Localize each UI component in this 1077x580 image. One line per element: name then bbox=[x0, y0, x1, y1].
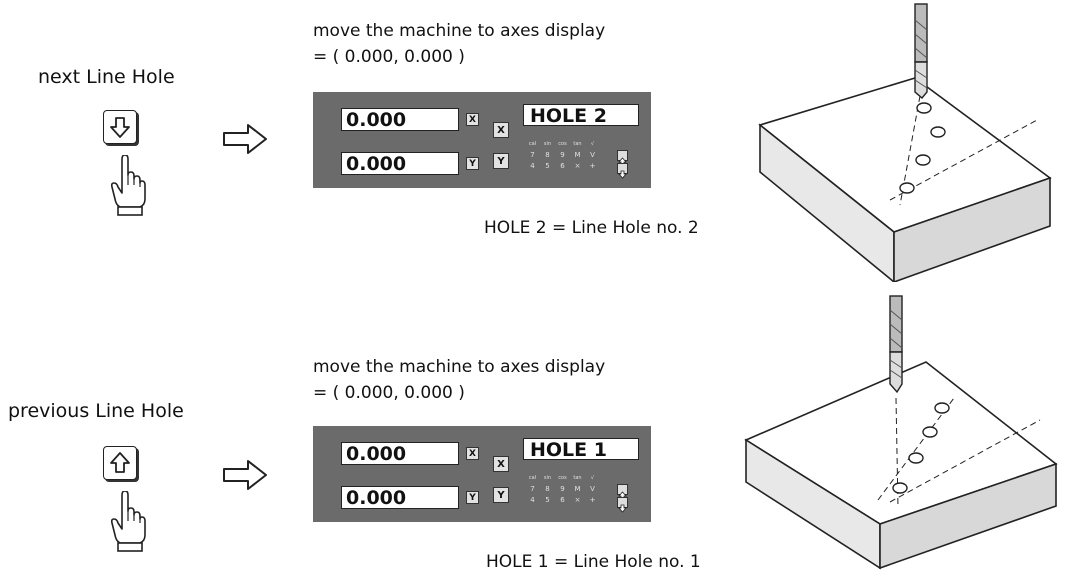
caption: HOLE 2 = Line Hole no. 2 bbox=[484, 218, 699, 238]
instruction-line-1: move the machine to axes display bbox=[313, 357, 606, 377]
workpiece-illustration bbox=[740, 292, 1060, 574]
message-display: HOLE 2 bbox=[523, 104, 639, 127]
instruction-line-1: move the machine to axes display bbox=[313, 21, 606, 41]
previous-line-hole-section: previous Line Hole move the machine to a… bbox=[0, 290, 1077, 580]
right-arrow-icon bbox=[222, 459, 268, 491]
arrow-down-key-icon[interactable] bbox=[103, 110, 137, 144]
mini-down-key-icon[interactable] bbox=[617, 497, 628, 513]
workpiece-illustration bbox=[752, 0, 1062, 286]
pointing-hand-icon bbox=[108, 155, 148, 217]
y-axis-key[interactable]: Y bbox=[466, 491, 479, 504]
mini-down-key-icon[interactable] bbox=[617, 163, 628, 179]
x-axis-value: 0.000 bbox=[341, 108, 459, 131]
message-display: HOLE 1 bbox=[523, 438, 639, 461]
right-arrow-icon bbox=[222, 123, 268, 155]
action-label: next Line Hole bbox=[38, 66, 175, 88]
instruction-text: move the machine to axes display = ( 0.0… bbox=[313, 354, 605, 406]
next-line-hole-section: next Line Hole move the machine to axes … bbox=[38, 0, 1062, 286]
caption: HOLE 1 = Line Hole no. 1 bbox=[486, 552, 701, 572]
x-axis-key[interactable]: X bbox=[466, 113, 479, 126]
y-zero-key[interactable]: Y bbox=[493, 487, 509, 503]
y-axis-value: 0.000 bbox=[341, 152, 459, 175]
x-axis-value: 0.000 bbox=[341, 442, 459, 465]
instruction-line-2: = ( 0.000, 0.000 ) bbox=[313, 47, 465, 67]
action-label: previous Line Hole bbox=[8, 400, 184, 422]
pointing-hand-icon bbox=[108, 491, 148, 553]
mini-up-key-icon[interactable] bbox=[617, 484, 628, 500]
mini-up-key-icon[interactable] bbox=[617, 150, 628, 166]
y-axis-key[interactable]: Y bbox=[466, 157, 479, 170]
x-axis-key[interactable]: X bbox=[466, 447, 479, 460]
instruction-line-2: = ( 0.000, 0.000 ) bbox=[313, 383, 465, 403]
instruction-text: move the machine to axes display = ( 0.0… bbox=[313, 18, 605, 70]
y-zero-key[interactable]: Y bbox=[493, 153, 509, 169]
x-zero-key[interactable]: X bbox=[493, 456, 509, 472]
x-zero-key[interactable]: X bbox=[493, 122, 509, 138]
y-axis-value: 0.000 bbox=[341, 486, 459, 509]
arrow-up-key-icon[interactable] bbox=[103, 446, 137, 480]
